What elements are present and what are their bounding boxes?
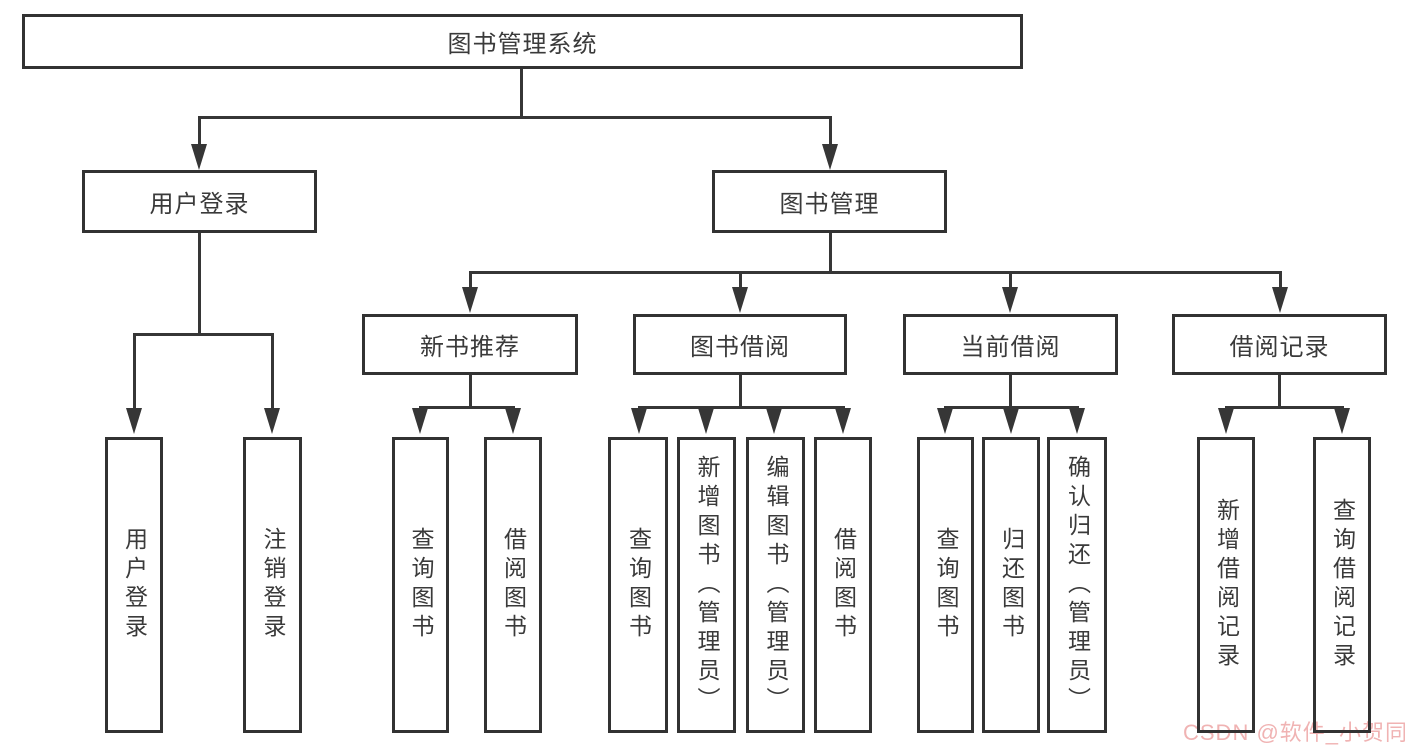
arrowhead-down-icon: [822, 144, 838, 170]
connector-new-rec-stem: [469, 375, 472, 409]
arrowhead-down-icon: [505, 408, 521, 434]
arrowhead-down-icon: [698, 408, 714, 434]
arrowhead-down-icon: [462, 287, 478, 313]
connector-current-rail: [944, 406, 1079, 409]
connector-root-rail: [198, 116, 832, 119]
connector-records-rail: [1225, 406, 1344, 409]
connector-drop-new-rec: [469, 271, 472, 289]
connector-book-mgmt-stem: [829, 233, 832, 274]
connector-drop-book-mgmt: [829, 116, 832, 146]
leaf-query-books-current: 查询图书: [917, 437, 974, 733]
leaf-query-books-borrow: 查询图书: [608, 437, 668, 733]
node-current-borrowing: 当前借阅: [903, 314, 1118, 375]
connector-drop-leaf: [271, 333, 274, 410]
arrowhead-down-icon: [126, 408, 142, 434]
leaf-add-books-admin: 新增图书（管理员）: [677, 437, 736, 733]
arrowhead-down-icon: [191, 144, 207, 170]
connector-borrow-stem: [739, 375, 742, 409]
arrowhead-down-icon: [937, 408, 953, 434]
leaf-logout: 注销登录: [243, 437, 302, 733]
connector-drop-borrow: [739, 271, 742, 289]
leaf-query-borrow-record: 查询借阅记录: [1313, 437, 1371, 733]
arrowhead-down-icon: [1272, 287, 1288, 313]
connector-records-stem: [1278, 375, 1281, 409]
arrowhead-down-icon: [264, 408, 280, 434]
connector-new-rec-rail: [419, 406, 515, 409]
arrowhead-down-icon: [1002, 287, 1018, 313]
connector-drop-user-login: [198, 116, 201, 146]
connector-drop-leaf: [133, 333, 136, 410]
node-user-login: 用户登录: [82, 170, 317, 233]
connector-user-login-rail: [133, 333, 274, 336]
leaf-user-login: 用户登录: [105, 437, 163, 733]
arrowhead-down-icon: [1334, 408, 1350, 434]
connector-book-mgmt-rail: [469, 271, 1282, 274]
leaf-query-books-newrec: 查询图书: [392, 437, 449, 733]
arrowhead-down-icon: [732, 287, 748, 313]
connector-user-login-stem: [198, 233, 201, 336]
arrowhead-down-icon: [1003, 408, 1019, 434]
connector-drop-records: [1279, 271, 1282, 289]
node-book-management: 图书管理: [712, 170, 947, 233]
arrowhead-down-icon: [835, 408, 851, 434]
arrowhead-down-icon: [412, 408, 428, 434]
leaf-borrow-books: 借阅图书: [814, 437, 872, 733]
connector-drop-current: [1009, 271, 1012, 289]
leaf-edit-books-admin: 编辑图书（管理员）: [746, 437, 805, 733]
leaf-borrow-books-newrec: 借阅图书: [484, 437, 542, 733]
connector-root-stem: [520, 69, 523, 119]
arrowhead-down-icon: [1069, 408, 1085, 434]
node-root-system: 图书管理系统: [22, 14, 1023, 69]
connector-borrow-rail: [638, 406, 845, 409]
arrowhead-down-icon: [1218, 408, 1234, 434]
arrowhead-down-icon: [631, 408, 647, 434]
connector-current-stem: [1009, 375, 1012, 409]
node-new-book-recommend: 新书推荐: [362, 314, 578, 375]
node-book-borrowing: 图书借阅: [633, 314, 847, 375]
node-borrowing-records: 借阅记录: [1172, 314, 1387, 375]
leaf-return-books: 归还图书: [982, 437, 1040, 733]
arrowhead-down-icon: [766, 408, 782, 434]
leaf-confirm-return-admin: 确认归还（管理员）: [1047, 437, 1107, 733]
leaf-add-borrow-record: 新增借阅记录: [1197, 437, 1255, 733]
